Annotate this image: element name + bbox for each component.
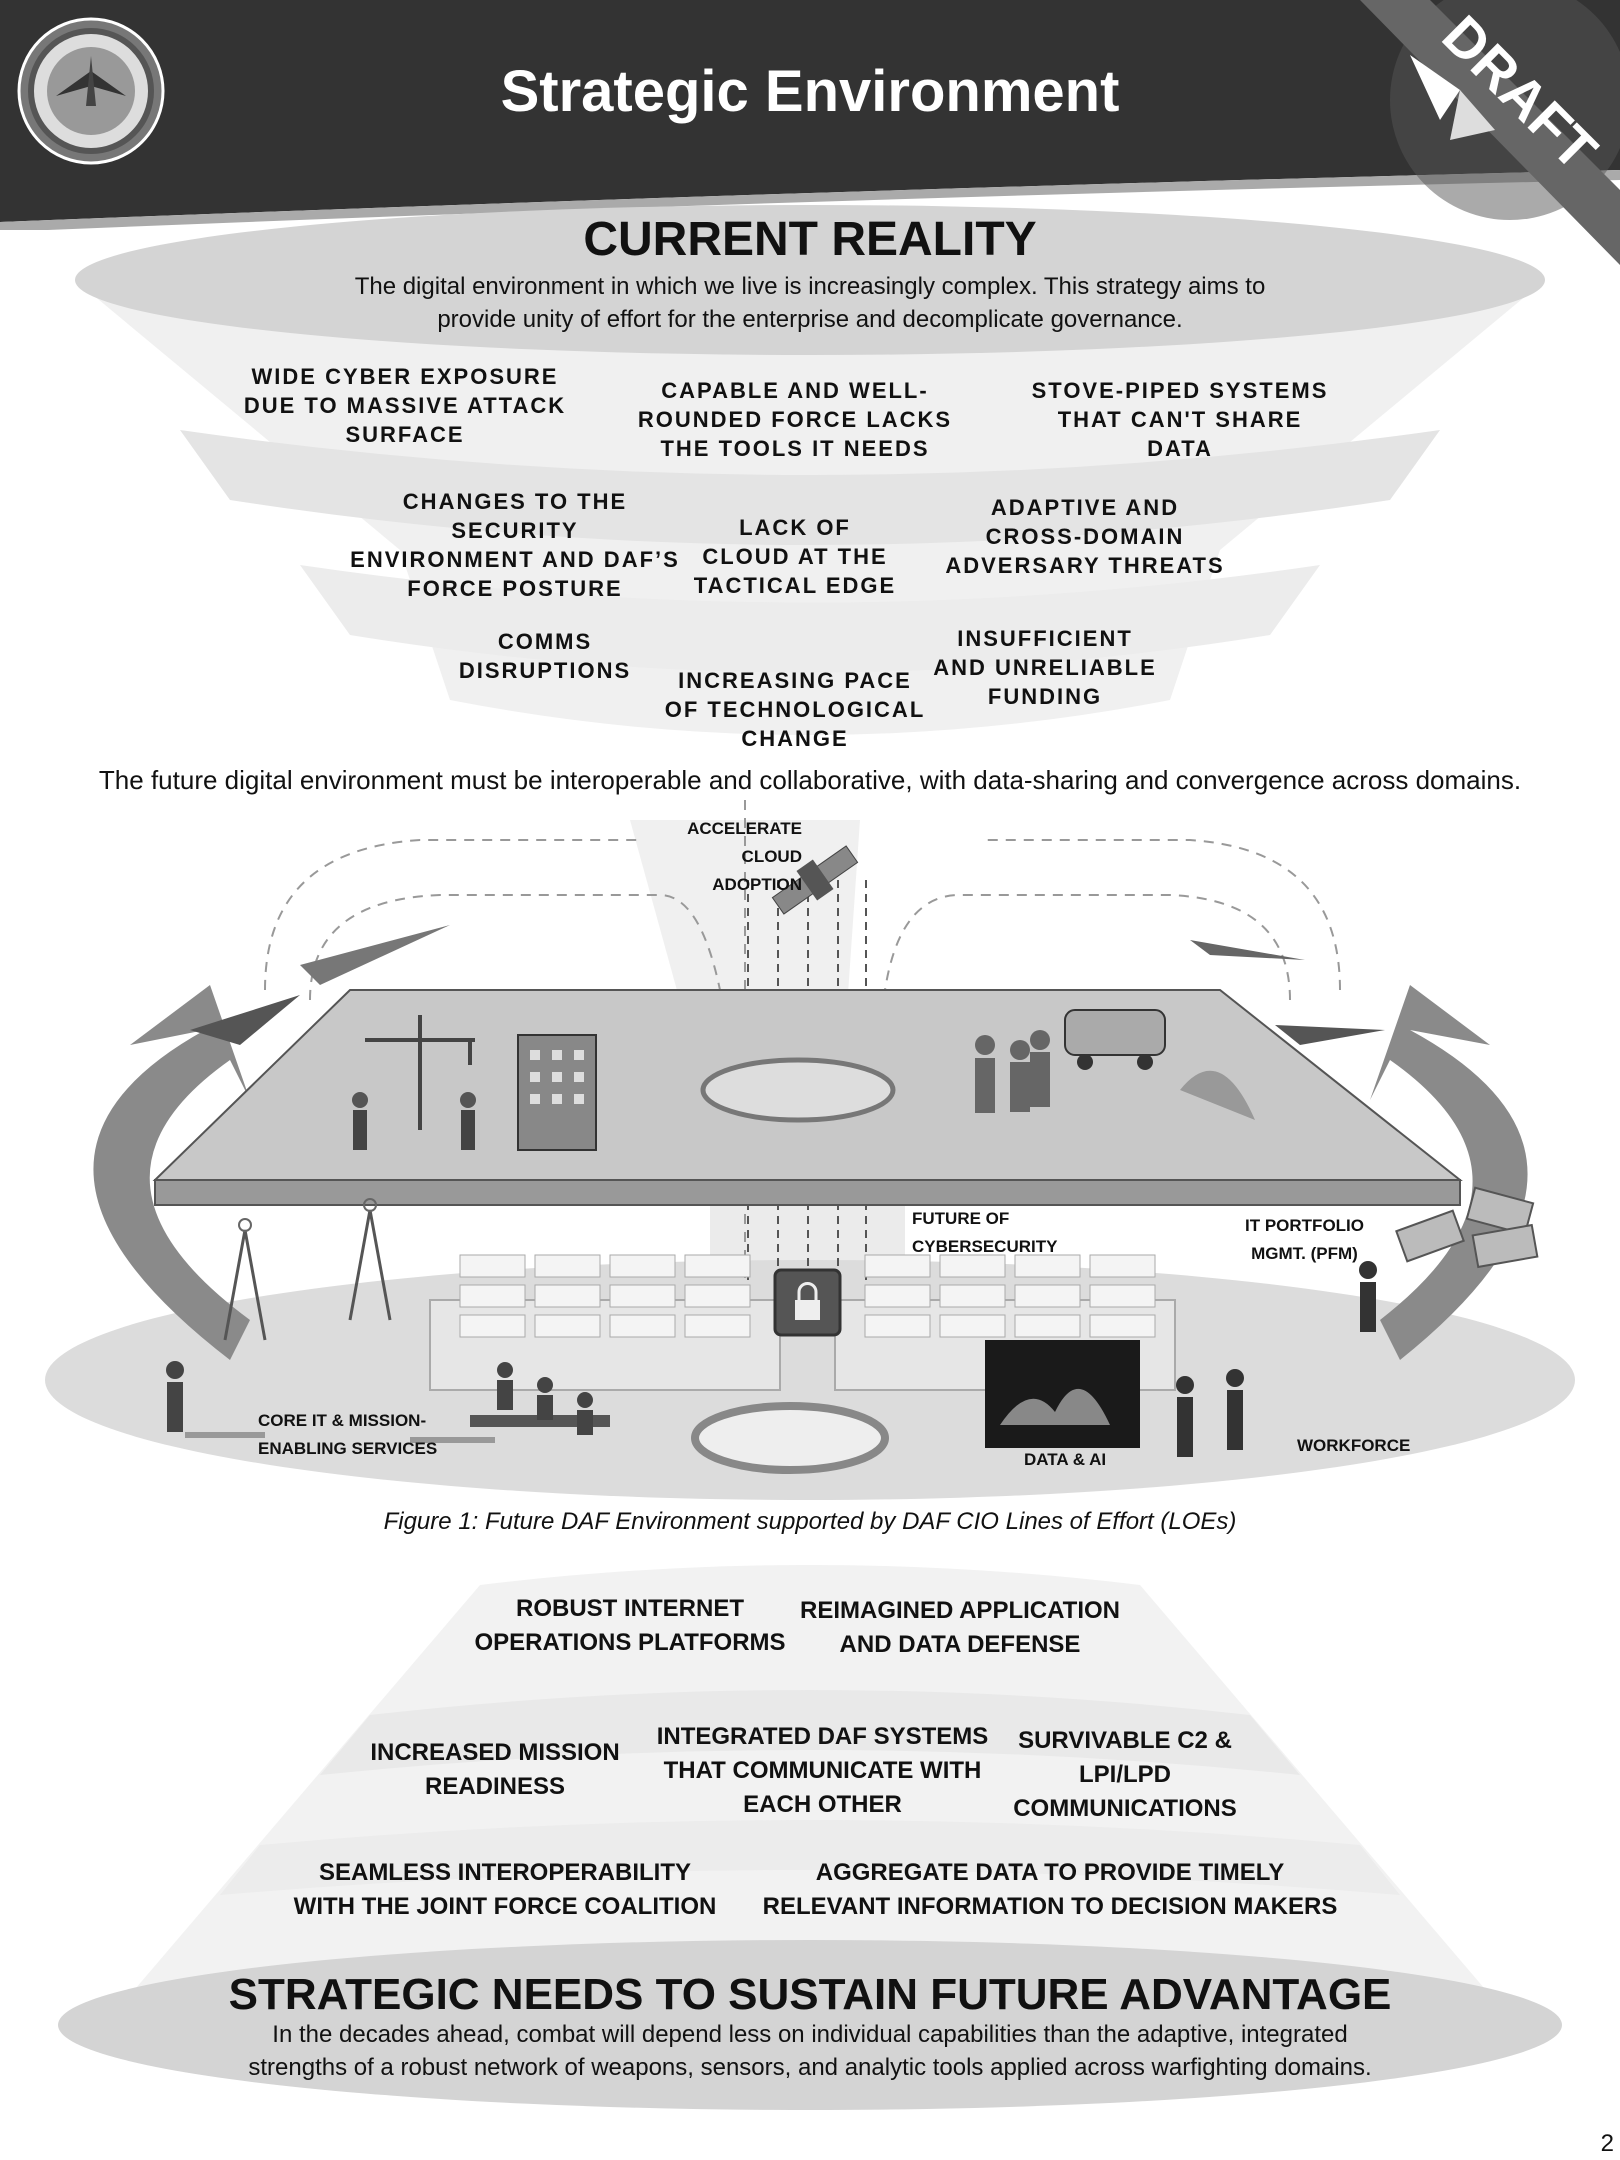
label-core-it: CORE IT & MISSION-ENABLING SERVICES — [258, 1411, 438, 1458]
label-data-ai: DATA & AI — [1024, 1450, 1107, 1469]
figure-caption: Figure 1: Future DAF Environment support… — [383, 1508, 1237, 1535]
strategic-needs-heading: STRATEGIC NEEDS TO SUSTAIN FUTURE ADVANT… — [228, 1970, 1392, 2019]
strategic-needs-funnel — [58, 1565, 1562, 2110]
page-title: Strategic Environment — [500, 59, 1120, 124]
current-reality-funnel — [75, 205, 1545, 735]
future-daf-environment-figure — [45, 800, 1575, 1500]
current-reality-intro: The digital environment in which we live… — [354, 273, 1266, 333]
saf-cn-seal-icon — [17, 17, 165, 165]
page-number: 2 — [1600, 2130, 1614, 2157]
label-workforce: WORKFORCE — [1297, 1436, 1411, 1455]
current-reality-heading: CURRENT REALITY — [583, 213, 1037, 266]
strategic-needs-intro: In the decades ahead, combat will depend… — [248, 2021, 1372, 2081]
usaf-wing-icon — [1410, 55, 1495, 140]
header-banner — [0, 0, 1620, 230]
future-statement: The future digital environment must be i… — [98, 765, 1522, 795]
page-header: Strategic Environment DRAFT — [0, 0, 1620, 265]
